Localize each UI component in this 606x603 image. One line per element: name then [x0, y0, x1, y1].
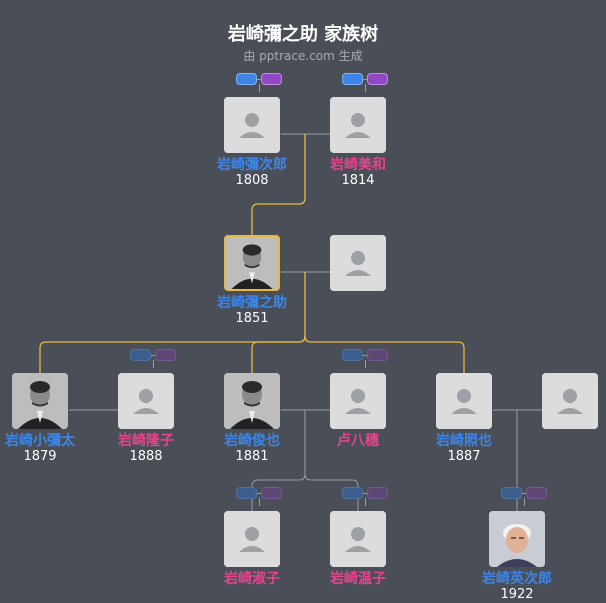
expand-parents-stem [524, 498, 525, 506]
portrait-photo-icon [226, 237, 278, 289]
person-year-yanosuke: 1851 [235, 311, 269, 326]
person-card-takako[interactable] [118, 373, 174, 429]
person-card-koyata[interactable] [12, 373, 68, 429]
expand-mother-button-yajiro[interactable] [261, 73, 282, 85]
expand-father-button-yajiro[interactable] [236, 73, 257, 85]
person-name-takako[interactable]: 岩崎隆子 [118, 433, 174, 449]
expand-father-button-shukuko[interactable] [236, 487, 257, 499]
person-card-shukuko[interactable] [224, 511, 280, 567]
lineage-line-gen1 [251, 134, 306, 235]
page-title: 岩崎彌之助 家族树 [227, 24, 379, 45]
expand-parents-bar [358, 493, 372, 494]
expand-parents-bar [358, 79, 372, 80]
expand-parents-stem [365, 360, 366, 368]
expand-father-button-miwa[interactable] [342, 73, 363, 85]
expand-parents-bar [358, 355, 372, 356]
person-year-yajiro: 1808 [235, 173, 269, 188]
expand-parents-stem [259, 498, 260, 506]
expand-parents-bar [252, 79, 266, 80]
person-name-miwa[interactable]: 岩崎美和 [330, 157, 386, 173]
expand-father-button-yaho[interactable] [342, 349, 363, 361]
lineage-line-toshiya-b [304, 473, 359, 511]
avatar-placeholder-icon [330, 373, 386, 429]
person-card-yanosuke[interactable] [224, 235, 280, 291]
avatar-placeholder-icon [436, 373, 492, 429]
person-card-yajiro[interactable] [224, 97, 280, 153]
expand-father-button-takako[interactable] [130, 349, 151, 361]
avatar-placeholder-icon [224, 511, 280, 567]
expand-parents-bar [252, 493, 266, 494]
person-year-toshiya: 1881 [235, 449, 269, 464]
person-name-eijiro[interactable]: 岩崎英次郎 [482, 571, 552, 587]
expand-parents-bar [517, 493, 531, 494]
expand-parents-stem [259, 84, 260, 92]
expand-mother-button-miwa[interactable] [367, 73, 388, 85]
expand-mother-button-eijiro[interactable] [526, 487, 547, 499]
expand-father-button-eijiro[interactable] [501, 487, 522, 499]
avatar-placeholder-icon [330, 511, 386, 567]
person-name-koyata[interactable]: 岩崎小彌太 [5, 433, 75, 449]
avatar-placeholder-icon [330, 97, 386, 153]
person-year-takako: 1888 [129, 449, 163, 464]
person-card-teruya_spouse[interactable] [542, 373, 598, 429]
person-card-teruya[interactable] [436, 373, 492, 429]
person-name-shukuko[interactable]: 岩崎淑子 [224, 571, 280, 587]
person-name-atsuko[interactable]: 岩崎温子 [330, 571, 386, 587]
avatar-placeholder-icon [224, 97, 280, 153]
person-card-miwa[interactable] [330, 97, 386, 153]
expand-mother-button-takako[interactable] [155, 349, 176, 361]
avatar-placeholder-icon [330, 235, 386, 291]
avatar-placeholder-icon [542, 373, 598, 429]
page-subtitle: 由 pptrace.com 生成 [243, 49, 363, 63]
expand-mother-button-yaho[interactable] [367, 349, 388, 361]
portrait-photo-icon [12, 373, 68, 429]
person-card-yaho[interactable] [330, 373, 386, 429]
person-year-teruya: 1887 [447, 449, 481, 464]
expand-father-button-atsuko[interactable] [342, 487, 363, 499]
person-card-eijiro[interactable] [489, 511, 545, 567]
lineage-line-toshiya [251, 410, 306, 511]
person-card-spouse[interactable] [330, 235, 386, 291]
person-card-toshiya[interactable] [224, 373, 280, 429]
person-card-atsuko[interactable] [330, 511, 386, 567]
avatar-placeholder-icon [118, 373, 174, 429]
expand-parents-stem [365, 84, 366, 92]
person-year-miwa: 1814 [341, 173, 375, 188]
expand-parents-bar [146, 355, 160, 356]
expand-mother-button-atsuko[interactable] [367, 487, 388, 499]
person-year-koyata: 1879 [23, 449, 57, 464]
person-name-yajiro[interactable]: 岩崎彌次郎 [217, 157, 287, 173]
lineage-line-gen2-c [304, 335, 465, 373]
portrait-photo-icon [489, 511, 545, 567]
expand-parents-stem [153, 360, 154, 368]
lineage-line-gen2-b [251, 335, 306, 373]
person-name-yanosuke[interactable]: 岩崎彌之助 [217, 295, 287, 311]
expand-parents-stem [365, 498, 366, 506]
person-year-eijiro: 1922 [500, 587, 534, 602]
person-name-toshiya[interactable]: 岩崎俊也 [224, 433, 280, 449]
portrait-photo-icon [224, 373, 280, 429]
person-name-yaho[interactable]: 卢八穗 [337, 433, 379, 449]
expand-mother-button-shukuko[interactable] [261, 487, 282, 499]
person-name-teruya[interactable]: 岩崎照也 [436, 433, 492, 449]
